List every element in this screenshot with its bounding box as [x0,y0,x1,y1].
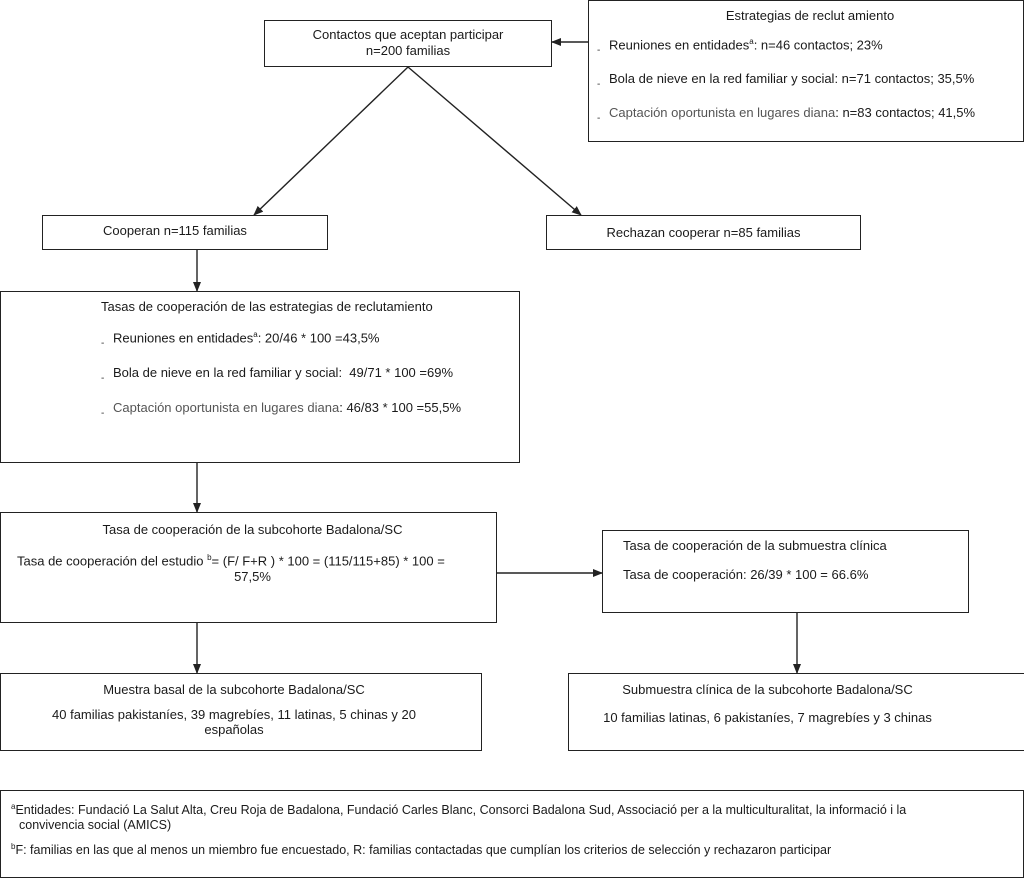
footnote-a-cont: convivencia social (AMICS) [19,818,172,833]
bullet-dash-icon: - [101,373,105,385]
bullet-dash-icon: - [101,408,105,420]
footnote-b: bF: familias en las que al menos un miem… [11,842,832,858]
contacts-line2: n=200 familias [365,43,451,58]
basal-title: Muestra basal de la subcohorte Badalona/… [103,682,365,697]
strategies-title: Estrategias de reclut amiento [725,8,895,23]
cooperate-box: Cooperan n=115 familias [42,215,328,250]
reject-label: Rechazan cooperar n=85 familias [606,225,801,240]
subcohort-result: 57,5% [234,569,271,585]
clinical-title: Tasa de cooperación de la submuestra clí… [623,538,887,553]
rates-item-2: -Bola de nieve en la red familiar y soci… [101,365,519,387]
subcohort-title: Tasa de cooperación de la subcohorte Bad… [102,522,403,537]
bullet-dash-icon: - [597,113,601,125]
rates-item-3: -Captación oportunista en lugares diana:… [101,400,519,422]
rates-title: Tasas de cooperación de las estrategias … [101,299,433,314]
strategies-item-2: -Bola de nieve en la red familiar y soci… [597,71,1023,93]
cooperate-label: Cooperan n=115 familias [103,223,247,238]
contacts-box: Contactos que aceptan participar n=200 f… [264,20,552,67]
bullet-dash-icon: - [597,79,601,91]
strategies-item-1: -Reuniones en entidadesa: n=46 contactos… [597,34,1023,59]
clinical-sample-text: 10 familias latinas, 6 pakistaníes, 7 ma… [603,710,932,725]
contacts-line1: Contactos que aceptan participar [312,27,504,42]
bullet-dash-icon: - [597,45,601,57]
footnote-a: aEntidades: Fundació La Salut Alta, Creu… [11,802,907,818]
clinical-sample-title: Submuestra clínica de la subcohorte Bada… [622,682,913,697]
strategies-item-3: -Captación oportunista en lugares diana:… [597,105,1023,127]
subcohort-formula: Tasa de cooperación del estudio b= (F/ F… [17,553,445,569]
reject-box: Rechazan cooperar n=85 familias [546,215,861,250]
strategies-box: Estrategias de reclut amiento -Reuniones… [588,0,1024,142]
arrow-top-to-reject [407,66,582,216]
subcohort-rate-box: Tasa de cooperación de la subcohorte Bad… [0,512,497,623]
clinical-rate-box: Tasa de cooperación de la submuestra clí… [602,530,969,613]
rates-box: Tasas de cooperación de las estrategias … [0,291,520,463]
arrow-top-to-cooperate [253,66,409,216]
footnotes-box: aEntidades: Fundació La Salut Alta, Creu… [0,790,1024,878]
clinical-sample-box: Submuestra clínica de la subcohorte Bada… [568,673,1024,751]
basal-sample-box: Muestra basal de la subcohorte Badalona/… [0,673,482,751]
clinical-rate: Tasa de cooperación: 26/39 * 100 = 66.6% [623,567,869,582]
rates-item-1: -Reuniones en entidadesa: 20/46 * 100 =4… [101,327,519,352]
bullet-dash-icon: - [101,338,105,350]
basal-line2: españolas [204,722,264,737]
basal-line1: 40 familias pakistaníes, 39 magrebíes, 1… [52,707,416,722]
